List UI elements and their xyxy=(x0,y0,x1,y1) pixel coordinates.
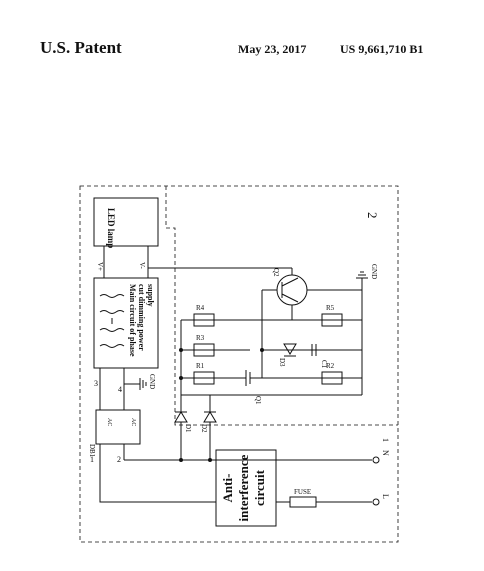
junction-r1 xyxy=(179,376,183,380)
r3-label: R3 xyxy=(196,334,205,342)
pin-2-label: 2 xyxy=(117,455,121,464)
transformer-winding-bottom xyxy=(99,328,125,348)
main-circuit-label-line-2: cut dimming power xyxy=(137,284,146,351)
gnd-label-1: GND xyxy=(148,374,156,389)
main-circuit-label-line-1: Main circuit of phase xyxy=(128,284,137,357)
rectifier-db1 xyxy=(95,409,141,445)
fuse-element xyxy=(289,496,317,508)
main-circuit-label-line-3: supply xyxy=(146,284,155,307)
transistor-q2-symbol xyxy=(281,277,299,303)
patent-number: US 9,661,710 B1 xyxy=(340,42,424,56)
terminal-n-label: N xyxy=(381,450,390,456)
resistor-r1 xyxy=(193,371,215,385)
junction-r3 xyxy=(179,348,183,352)
ground-symbol-2 xyxy=(356,271,368,279)
terminal-l xyxy=(372,498,380,506)
c1-label: C1 xyxy=(320,360,328,369)
rectifier-ac-top: AC xyxy=(106,418,112,426)
wire-line-to-filter xyxy=(99,460,216,503)
resistor-r3 xyxy=(193,343,215,357)
led-lamp-label: LED lamp xyxy=(106,208,116,248)
resistor-r4 xyxy=(193,313,215,327)
r4-label: R4 xyxy=(196,304,205,312)
v-plus-label: V+ xyxy=(96,262,104,271)
pin-4-label: 4 xyxy=(118,385,122,394)
junction-q1-d3 xyxy=(260,348,264,352)
terminal-l-label: L xyxy=(381,494,390,499)
anti-interference-box xyxy=(215,449,277,527)
resistor-r5 xyxy=(321,313,343,327)
rectifier-label: DB1 xyxy=(88,444,96,458)
d2-label: D2 xyxy=(200,424,208,433)
r2-label: R2 xyxy=(326,362,335,370)
anti-interference-line-1: Anti- xyxy=(220,474,235,503)
reference-numeral-2: 2 xyxy=(365,212,380,219)
fuse-label: FUSE xyxy=(294,488,311,496)
transistor-q1 xyxy=(245,370,262,386)
q1-label: Q1 xyxy=(254,396,262,405)
anti-interference-line-2: interference xyxy=(236,454,251,521)
diode-d2 xyxy=(203,411,217,423)
gnd-label-2: GND xyxy=(370,264,378,279)
patent-date: May 23, 2017 xyxy=(238,42,307,56)
rectifier-ac-bottom: AC xyxy=(130,418,136,426)
led-lamp-box xyxy=(93,197,159,247)
r5-label: R5 xyxy=(326,304,335,312)
anti-interference-line-3: circuit xyxy=(252,469,267,506)
main-circuit-box xyxy=(93,277,159,369)
diode-d1 xyxy=(174,411,188,423)
zener-d3 xyxy=(283,343,297,357)
d1-label: D1 xyxy=(184,424,192,433)
resistor-r2 xyxy=(321,371,343,385)
junction-d1 xyxy=(179,458,183,462)
q2-label: Q2 xyxy=(272,268,280,277)
terminal-n-number: 1 xyxy=(381,438,390,442)
pin-3-label: 3 xyxy=(94,379,98,388)
r1-label: R1 xyxy=(196,362,205,370)
d3-label: D3 xyxy=(278,358,286,367)
junction-d2 xyxy=(208,458,212,462)
terminal-n xyxy=(372,456,380,464)
ground-symbol-1 xyxy=(139,378,147,390)
v-minus-label: V- xyxy=(138,262,146,269)
outer-dashed-boundary xyxy=(79,185,399,543)
capacitor-c1 xyxy=(311,344,317,356)
inner-dashed-boundary xyxy=(165,186,398,426)
transformer-winding-top xyxy=(99,294,125,314)
pin-1-label: 1 xyxy=(90,455,94,464)
patent-header-left: U.S. Patent xyxy=(40,38,122,57)
